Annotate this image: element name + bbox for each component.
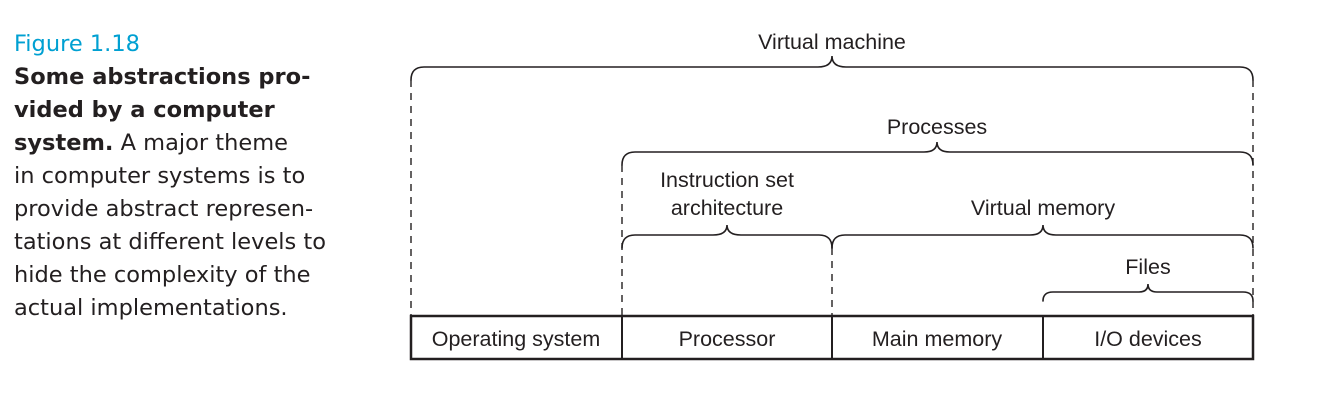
caption-text: tations at different levels to (14, 229, 327, 255)
figure-label: Figure 1.18 (14, 31, 140, 57)
isa-label-line2: architecture (671, 196, 783, 220)
caption-line: provide abstract represen- (14, 193, 359, 226)
processes-label: Processes (887, 115, 987, 139)
virtual-machine-brace (410, 55, 1254, 81)
operating-system-box-label: Operating system (432, 327, 600, 351)
caption-text: in computer systems is to (14, 163, 306, 189)
io-devices-box-label: I/O devices (1094, 327, 1202, 351)
processor-box-label: Processor (679, 327, 776, 351)
caption-text: hide the complexity of the (14, 262, 311, 288)
caption-bold-text: Some abstractions pro- (14, 64, 311, 90)
caption-bold-text: vided by a computer (14, 97, 275, 123)
caption-bold-text: system. (14, 130, 114, 156)
figure-caption: Figure 1.18 Some abstractions pro- vided… (14, 28, 359, 325)
files-brace (1042, 283, 1254, 302)
caption-line: system. A major theme (14, 127, 359, 160)
processes-brace (621, 141, 1254, 166)
virtual-machine-label: Virtual machine (758, 30, 906, 54)
caption-line: hide the complexity of the (14, 259, 359, 292)
caption-line: actual implementations. (14, 292, 359, 325)
isa-brace (621, 224, 833, 249)
caption-line: vided by a computer (14, 94, 359, 127)
caption-text: provide abstract represen- (14, 196, 314, 222)
virtual-memory-brace (831, 224, 1254, 249)
caption-text: A major theme (113, 130, 288, 156)
caption-text: actual implementations. (14, 295, 288, 321)
isa-label-line1: Instruction set (660, 168, 794, 192)
main-memory-box-label: Main memory (872, 327, 1002, 351)
caption-line: tations at different levels to (14, 226, 359, 259)
virtual-memory-label: Virtual memory (971, 196, 1115, 220)
caption-line: in computer systems is to (14, 160, 359, 193)
caption-line: Some abstractions pro- (14, 61, 359, 94)
files-label: Files (1125, 255, 1170, 279)
